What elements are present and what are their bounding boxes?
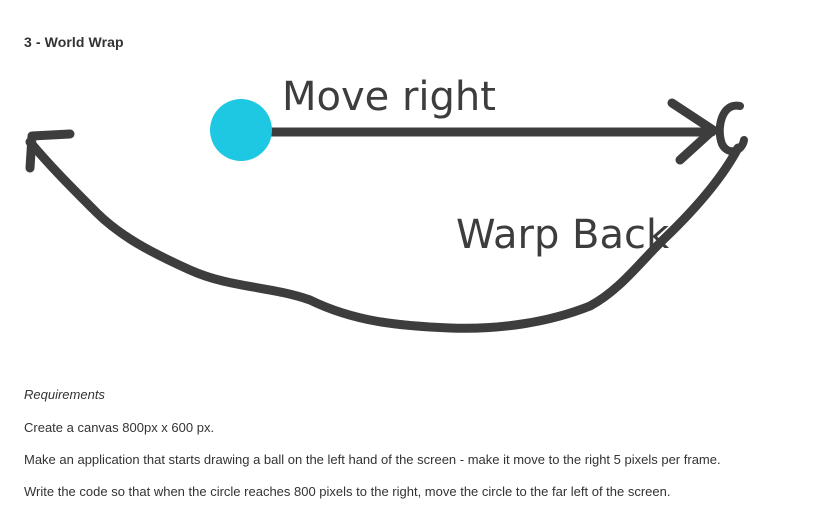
requirement-line: Write the code so that when the circle r…	[24, 484, 671, 499]
world-wrap-diagram: Move right Warp Back	[25, 74, 748, 333]
move-right-label: Move right	[282, 74, 496, 120]
section-heading: 3 - World Wrap	[24, 34, 124, 50]
requirement-line: Make an application that starts drawing …	[24, 452, 721, 467]
requirements-title: Requirements	[24, 387, 105, 402]
warp-back-label: Warp Back	[456, 212, 670, 258]
ball	[210, 99, 272, 161]
requirements-section: Requirements Create a canvas 800px x 600…	[24, 386, 814, 515]
requirement-line: Create a canvas 800px x 600 px.	[24, 420, 215, 435]
warp-back-arrow-head	[25, 129, 75, 173]
move-right-arrow-head	[667, 98, 718, 165]
warp-back-curve	[25, 137, 743, 333]
